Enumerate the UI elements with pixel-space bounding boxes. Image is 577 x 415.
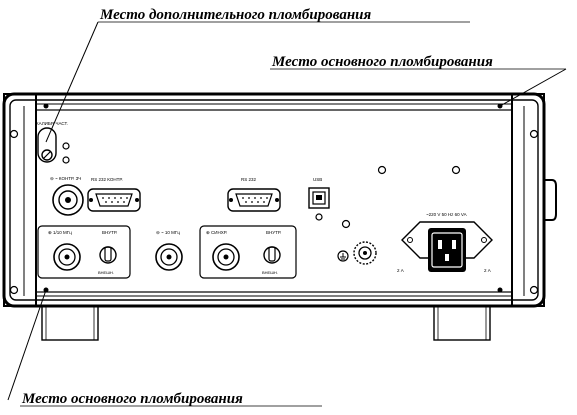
callout-main-seal-bottom: Место основного пломбирования: [21, 391, 243, 407]
rs232-label: RS 232: [241, 177, 257, 182]
callout-extra-seal: Место дополнительного пломбирования: [99, 7, 372, 23]
screw-icon: [62, 142, 70, 150]
sync-external-label: ВНЕШН.: [262, 270, 278, 275]
callout-leaders: [7, 21, 567, 407]
power-rating-label: ~220 V 50 Hz 60 VA: [426, 212, 467, 217]
sync-label: ⊕ СИНХР.: [206, 230, 227, 235]
calibration-trimmer: КАЛИБР. ЧАСТ.: [36, 121, 70, 164]
screw-icon: [529, 129, 539, 139]
corner-screws: [9, 103, 539, 295]
screw-icon: [9, 285, 19, 295]
fuse-left-label: 2 А: [397, 268, 404, 273]
screw-icon: [341, 219, 351, 229]
input-1-label: ⊕ 1/10 МГц: [48, 230, 72, 235]
screw-icon: [62, 156, 70, 164]
out-10mhz-label: ⊖ ~ 10 МГц: [156, 230, 180, 235]
callout-main-seal-right: Место основного пломбирования: [271, 54, 493, 70]
input-external-label: ВНЕШН.: [98, 270, 114, 275]
ground-icon: [337, 250, 349, 262]
screw-icon: [529, 285, 539, 295]
power-inlet: ~220 V 50 Hz 60 VA 2 А 2 А: [397, 212, 493, 273]
screw-icon: [377, 165, 387, 175]
out-10mhz-bnc: ⊖ ~ 10 МГц: [155, 230, 183, 271]
input-group: ⊕ 1/10 МГц ВНУТР. ВНЕШН.: [37, 225, 131, 279]
input-internal-label: ВНУТР.: [102, 230, 117, 235]
usb-label: USB: [313, 177, 322, 182]
screw-icon: [451, 165, 461, 175]
rs232-contr-label: RS 232 КОНТР.: [91, 177, 123, 182]
ground-terminal: [337, 241, 377, 265]
ext-ref-bnc: ⊖ ~ КОНТР. ЗЧ: [50, 176, 84, 216]
rs232-contr-port: RS 232 КОНТР.: [87, 177, 141, 212]
screw-icon: [9, 129, 19, 139]
calib-label: КАЛИБР. ЧАСТ.: [36, 121, 68, 126]
rs232-port: RS 232: [227, 177, 281, 212]
usb-port: USB: [308, 177, 330, 221]
device-feet: [41, 305, 491, 341]
fuse-right-label: 2 А: [484, 268, 491, 273]
screw-icon: [43, 103, 49, 109]
sync-internal-label: ВНУТР.: [266, 230, 281, 235]
screw-icon: [497, 287, 503, 293]
screw-icon: [315, 213, 323, 221]
device-body: [2, 92, 557, 308]
sync-group: ⊕ СИНХР. ВНУТР. ВНЕШН.: [199, 225, 297, 279]
ext-ref-label: ⊖ ~ КОНТР. ЗЧ: [50, 176, 81, 181]
